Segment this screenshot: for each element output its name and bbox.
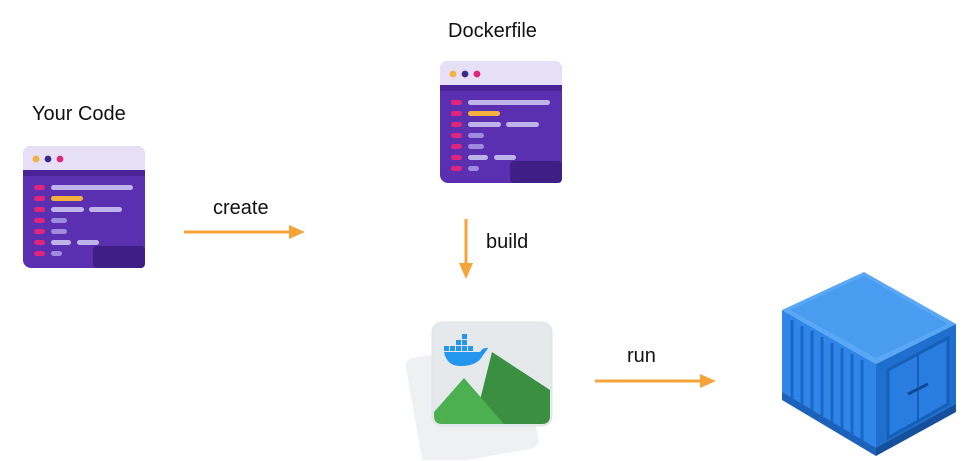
your-code-label: Your Code xyxy=(32,103,126,125)
build-label: build xyxy=(486,231,529,253)
code-editor-icon xyxy=(23,146,145,268)
create-arrow xyxy=(184,225,305,239)
dockerfile-icon xyxy=(440,61,562,183)
run-arrow xyxy=(595,374,716,388)
dockerfile-label: Dockerfile xyxy=(448,20,537,42)
build-arrow xyxy=(459,219,473,279)
run-label: run xyxy=(627,345,656,367)
create-label: create xyxy=(213,197,269,219)
shipping-container-icon xyxy=(782,272,956,456)
docker-image-icon xyxy=(405,321,553,460)
